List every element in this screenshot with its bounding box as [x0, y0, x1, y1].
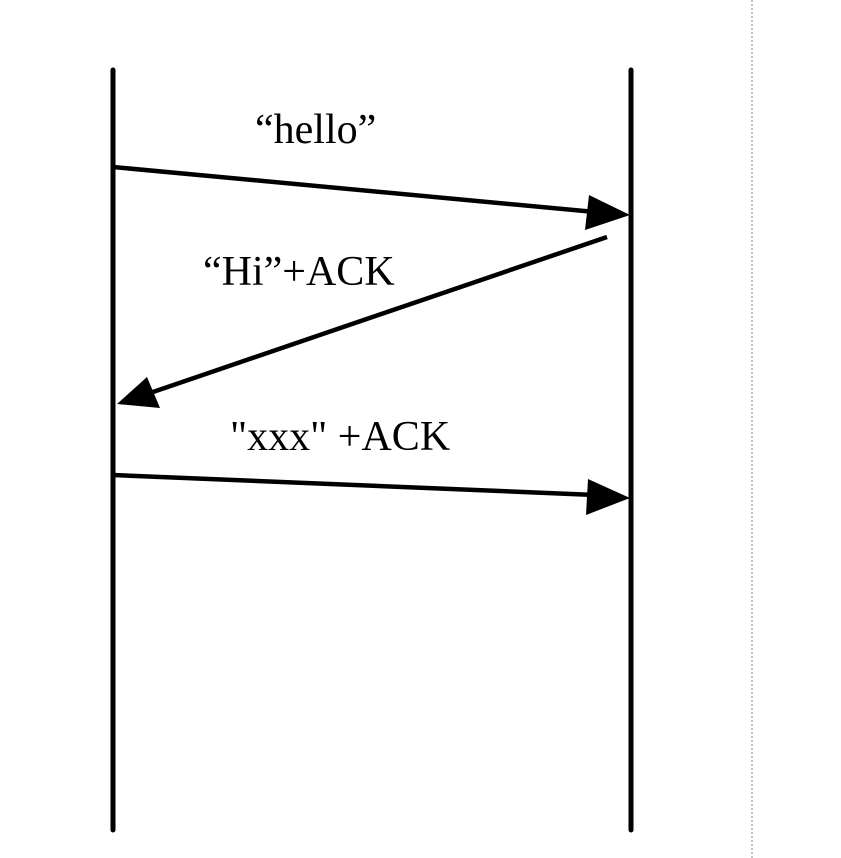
message-hi-ack: “Hi”+ACK — [117, 234, 608, 408]
message-hi-ack-arrow-shaft — [149, 234, 608, 396]
message-hi-ack-label: “Hi”+ACK — [203, 249, 395, 295]
message-xxx-ack: "xxx" +ACK — [112, 414, 630, 515]
message-hi-ack-arrowhead — [117, 377, 160, 408]
message-hello: “hello” — [112, 107, 630, 230]
message-hello-label: “hello” — [255, 107, 376, 153]
message-hello-arrowhead — [585, 195, 630, 230]
message-xxx-ack-arrow-shaft — [112, 472, 596, 498]
message-xxx-ack-label: "xxx" +ACK — [230, 414, 450, 460]
message-hello-arrow-shaft — [112, 164, 596, 215]
message-xxx-ack-arrowhead — [586, 479, 630, 515]
